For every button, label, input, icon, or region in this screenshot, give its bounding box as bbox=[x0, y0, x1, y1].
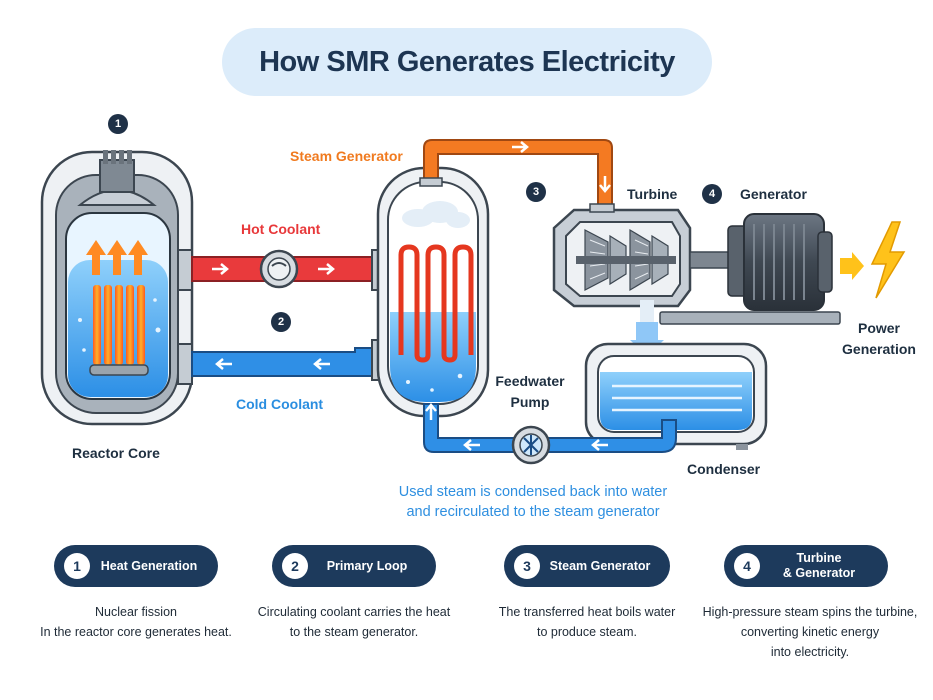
power-generation-label: Power Generation bbox=[842, 320, 916, 357]
generator bbox=[659, 213, 841, 325]
condenser bbox=[584, 300, 768, 450]
condenser-label: Condenser bbox=[687, 461, 761, 477]
step-pill-3: 3 Steam Generator bbox=[504, 545, 670, 587]
cold-coolant-pipe bbox=[191, 347, 374, 377]
title-banner: How SMR Generates Electricity bbox=[222, 28, 712, 96]
marker-4: 4 bbox=[702, 184, 722, 204]
marker-1: 1 bbox=[108, 114, 128, 134]
marker-2: 2 bbox=[271, 312, 291, 332]
lightning-icon bbox=[870, 221, 906, 299]
feedwater-pump-label: Feedwater Pump bbox=[495, 373, 565, 410]
step-pill-1: 1 Heat Generation bbox=[54, 545, 218, 587]
reactor-vessel bbox=[40, 150, 194, 426]
step-desc-3: The transferred heat boils water to prod… bbox=[498, 605, 676, 639]
hot-coolant-label: Hot Coolant bbox=[241, 221, 321, 237]
page-title: How SMR Generates Electricity bbox=[259, 45, 675, 78]
cold-coolant-label: Cold Coolant bbox=[236, 396, 324, 412]
steam-generator-label: Steam Generator bbox=[290, 148, 403, 164]
steam-generator bbox=[371, 166, 490, 418]
step-pill-4: 4 Turbine & Generator bbox=[724, 545, 888, 587]
turbine-label: Turbine bbox=[627, 186, 678, 202]
primary-pump bbox=[259, 249, 299, 289]
step-pill-2: 2 Primary Loop bbox=[272, 545, 436, 587]
generator-label: Generator bbox=[740, 186, 807, 202]
power-output bbox=[840, 221, 906, 299]
step-desc-4: High-pressure steam spins the turbine, c… bbox=[702, 605, 918, 659]
feedwater-pump bbox=[511, 425, 551, 465]
feedwater-pipe bbox=[423, 403, 677, 453]
reactor-core-label: Reactor Core bbox=[72, 445, 160, 461]
step-desc-2: Circulating coolant carries the heat to … bbox=[257, 605, 451, 639]
marker-3: 3 bbox=[526, 182, 546, 202]
step-desc-1: Nuclear fission In the reactor core gene… bbox=[40, 605, 232, 639]
recirculation-note: Used steam is condensed back into water … bbox=[398, 484, 668, 520]
turbine bbox=[552, 203, 692, 308]
